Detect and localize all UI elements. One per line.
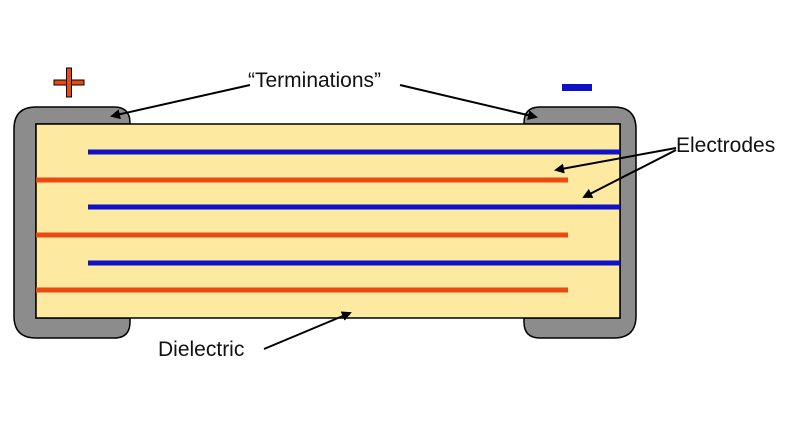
electrodes-arrow-lower xyxy=(582,149,677,198)
terminations-arrow-right xyxy=(399,84,538,121)
minus-sign-icon xyxy=(562,84,592,91)
plus-sign-icon xyxy=(53,67,85,98)
dielectric-arrow xyxy=(263,311,352,350)
dielectric-label: Dielectric xyxy=(158,338,244,361)
dielectric-body xyxy=(35,123,621,319)
left-termination xyxy=(13,106,131,339)
electrodes-label: Electrodes xyxy=(676,134,775,157)
terminations-arrow-left xyxy=(110,84,251,120)
terminations-label: “Terminations” xyxy=(248,69,381,92)
electrodes-arrow-upper xyxy=(554,147,677,174)
right-termination xyxy=(523,106,637,339)
